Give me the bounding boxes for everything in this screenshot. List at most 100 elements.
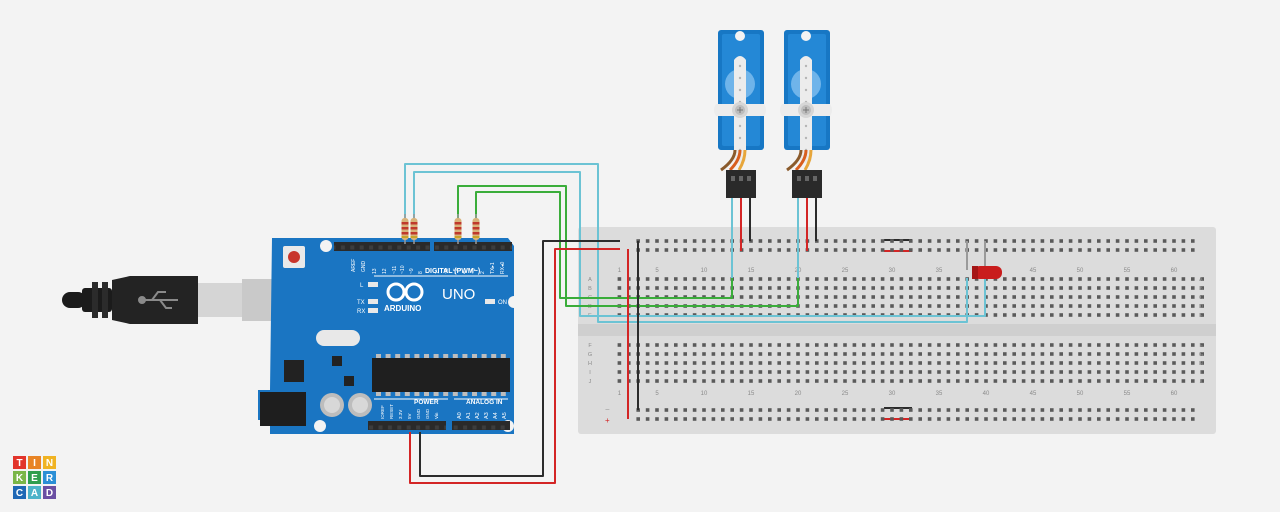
gnd-label: GND [361,261,367,273]
aref-label: AREF [351,259,357,272]
usb-cable[interactable] [62,276,272,324]
logo-letter: T [16,458,22,469]
resistor[interactable] [401,214,409,244]
analog-header[interactable] [452,421,510,430]
column-number: 10 [701,391,708,397]
column-number: 60 [1171,391,1178,397]
column-number: 40 [983,391,990,397]
status-leds: L TX RX ON [357,282,507,315]
resistor[interactable] [472,214,480,244]
digital-pin-label: TX▸1 [490,262,496,274]
digital-header[interactable] [334,242,512,251]
row-letter: F [588,343,592,349]
led-tx-label: TX [357,300,365,306]
power-pin-label: GND [416,408,421,419]
led-rx-label: RX [357,309,365,315]
plus-rail-label: + [605,416,610,425]
column-number: 60 [1171,268,1178,274]
wire-pin5-servo1[interactable] [475,191,733,299]
analog-pin-label: A2 [475,412,481,419]
logo-letter: R [46,473,54,484]
resistor[interactable] [410,214,418,244]
row-letter: A [1199,277,1203,283]
analog-pin-label: A4 [493,412,499,419]
servo-motor[interactable] [714,30,766,198]
center-channel [578,324,1216,336]
wires[interactable] [404,163,986,484]
column-number: 10 [701,268,708,274]
column-number: 50 [1077,391,1084,397]
column-number: 1 [618,268,622,274]
digital-pin-label: 4 [462,271,468,274]
atmega-chip [372,354,510,396]
column-number: 45 [1030,268,1037,274]
column-number: 55 [1124,391,1131,397]
analog-pin-label: A0 [457,412,463,419]
logo-letter: D [46,488,53,499]
wire-gnd[interactable] [419,240,620,477]
row-letter: A [588,277,592,283]
logo-letter: I [33,458,36,469]
column-number: 15 [748,268,755,274]
minus-rail-label: − [605,405,610,414]
row-letter: H [588,361,592,367]
wire-pin10-led[interactable] [404,163,968,323]
analog-in-label: ANALOG IN [466,399,503,406]
row-letter: D [1199,304,1203,310]
voltage-regulator [284,360,304,382]
resistors[interactable] [401,214,480,244]
red-led[interactable] [966,241,1002,279]
wire-pin9-led[interactable] [413,171,986,317]
column-number: 1 [618,391,622,397]
row-letter: C [1199,295,1203,301]
usb-symbol-icon [138,291,178,309]
resistor[interactable] [454,214,462,244]
servo-motors[interactable] [714,30,832,198]
row-letter: G [588,352,592,358]
digital-pin-label: 7 [435,271,441,274]
arduino-infinity-logo-icon [386,282,424,302]
logo-letter: C [16,488,23,499]
row-letter: E [1199,313,1203,319]
logo-letter: E [31,473,38,484]
wire-5v[interactable] [409,248,620,484]
servo-motor[interactable] [780,30,832,198]
logo-letter: A [31,488,38,499]
power-pin-label: 5V [407,413,412,419]
row-letter: I [1200,370,1202,376]
column-numbers: 1155101015152020252530303535404045455050… [618,268,1178,397]
digital-pin-label: RX◂0 [500,262,506,274]
digital-pwm-label: DIGITAL (PWM~) [425,268,480,275]
digital-pin-label: ~6 [444,268,450,274]
analog-pin-label: A3 [484,412,490,419]
reset-button[interactable] [283,246,305,268]
row-letter: J [589,379,592,385]
row-letter: B [588,286,592,292]
row-letter: F [1199,343,1203,349]
breadboard[interactable]: 1155101015152020252530303535404045455050… [578,227,1216,434]
digital-pin-label: ~3 [471,268,477,274]
digital-pin-label: ~11 [392,266,398,274]
mounting-hole [508,296,520,308]
wire-pin6-servo2[interactable] [457,185,799,307]
analog-pin-label: A5 [502,412,508,419]
row-letter: I [589,370,591,376]
column-number: 35 [936,391,943,397]
column-number: 30 [889,391,896,397]
uno-model-label: UNO [442,286,475,303]
capacitor [320,393,372,417]
column-number: 15 [748,391,755,397]
power-pin-label: RESET [389,404,394,419]
column-number: 25 [842,268,849,274]
power-label: POWER [414,399,439,406]
row-letter: G [1199,352,1203,358]
row-letter: B [1199,286,1203,292]
power-header[interactable] [368,421,446,430]
analog-pin-label: A1 [466,412,472,419]
power-jack[interactable] [260,392,306,426]
column-number: 55 [1124,268,1131,274]
